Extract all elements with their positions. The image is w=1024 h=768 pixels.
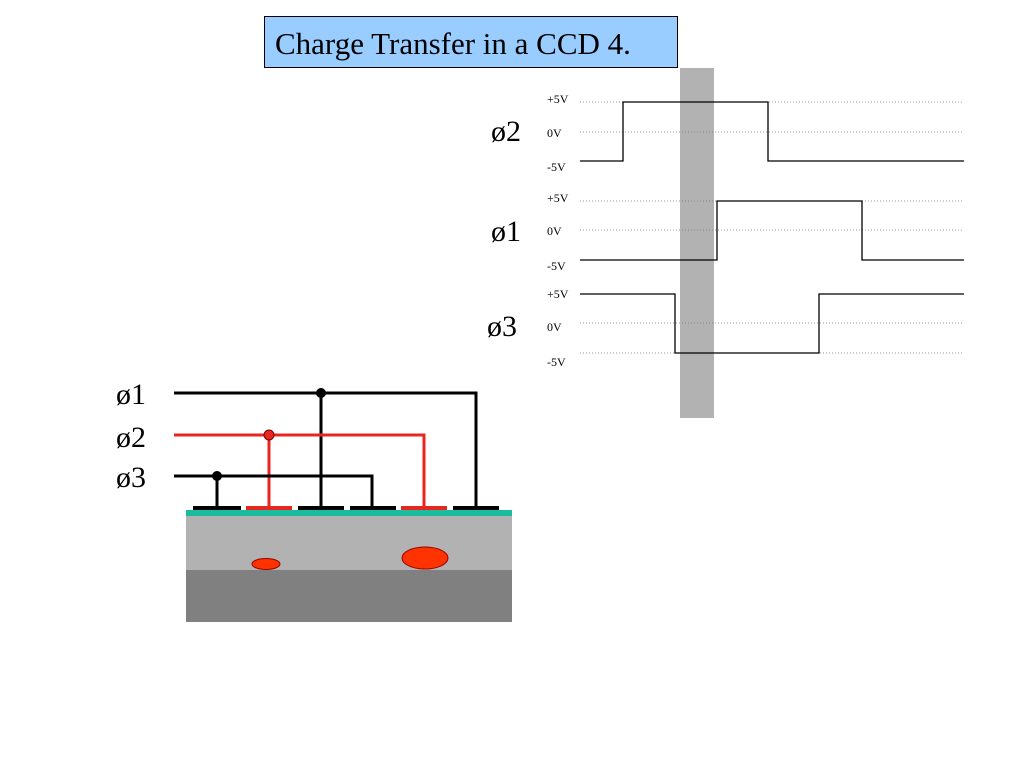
wire-label-phase2: ø2 [116, 421, 146, 454]
title-box: Charge Transfer in a CCD 4. [264, 16, 678, 68]
upper-substrate [186, 516, 512, 570]
charge-packet-large [401, 546, 449, 570]
slide-title: Charge Transfer in a CCD 4. [275, 26, 631, 61]
bus-phase3-junction [212, 471, 222, 481]
bus-phase2 [174, 433, 426, 508]
waveform-phase2: ø2 +5V 0V -5V [491, 92, 964, 174]
bus-phase2-junction [263, 429, 275, 441]
waveform-phase1-plus5-label: +5V [547, 191, 569, 205]
waveform-phase1-trace [580, 200, 964, 261]
waveform-phase2-zero-label: 0V [547, 126, 562, 140]
waveform-phase1: ø1 +5V 0V -5V [491, 191, 964, 273]
waveform-phase3-zero-label: 0V [547, 320, 562, 334]
ccd-structure: ø1 ø2 ø3 [116, 378, 512, 622]
waveform-phase3-trace [580, 293, 964, 354]
highlight-band [680, 68, 714, 418]
waveform-phase3: ø3 +5V 0V -5V [487, 287, 964, 369]
bus-phase1 [174, 391, 478, 508]
waveform-phase2-plus5-label: +5V [547, 92, 569, 106]
charge-packet-small [251, 558, 281, 570]
waveform-phase2-label: ø2 [491, 115, 521, 148]
waveform-phase2-minus5-label: -5V [547, 160, 566, 174]
waveform-phase2-trace [580, 101, 964, 162]
bus-phase1-junction [316, 388, 326, 398]
waveform-phase3-label: ø3 [487, 310, 517, 343]
wire-label-phase3: ø3 [116, 461, 146, 494]
bus-phase3 [174, 474, 374, 508]
waveform-phase3-minus5-label: -5V [547, 355, 566, 369]
waveform-phase1-zero-label: 0V [547, 224, 562, 238]
lower-substrate [186, 570, 512, 622]
waveform-phase1-minus5-label: -5V [547, 259, 566, 273]
waveform-phase1-label: ø1 [491, 215, 521, 248]
waveform-phase3-plus5-label: +5V [547, 287, 569, 301]
wire-label-phase1: ø1 [116, 378, 146, 411]
oxide-layer [186, 510, 512, 516]
